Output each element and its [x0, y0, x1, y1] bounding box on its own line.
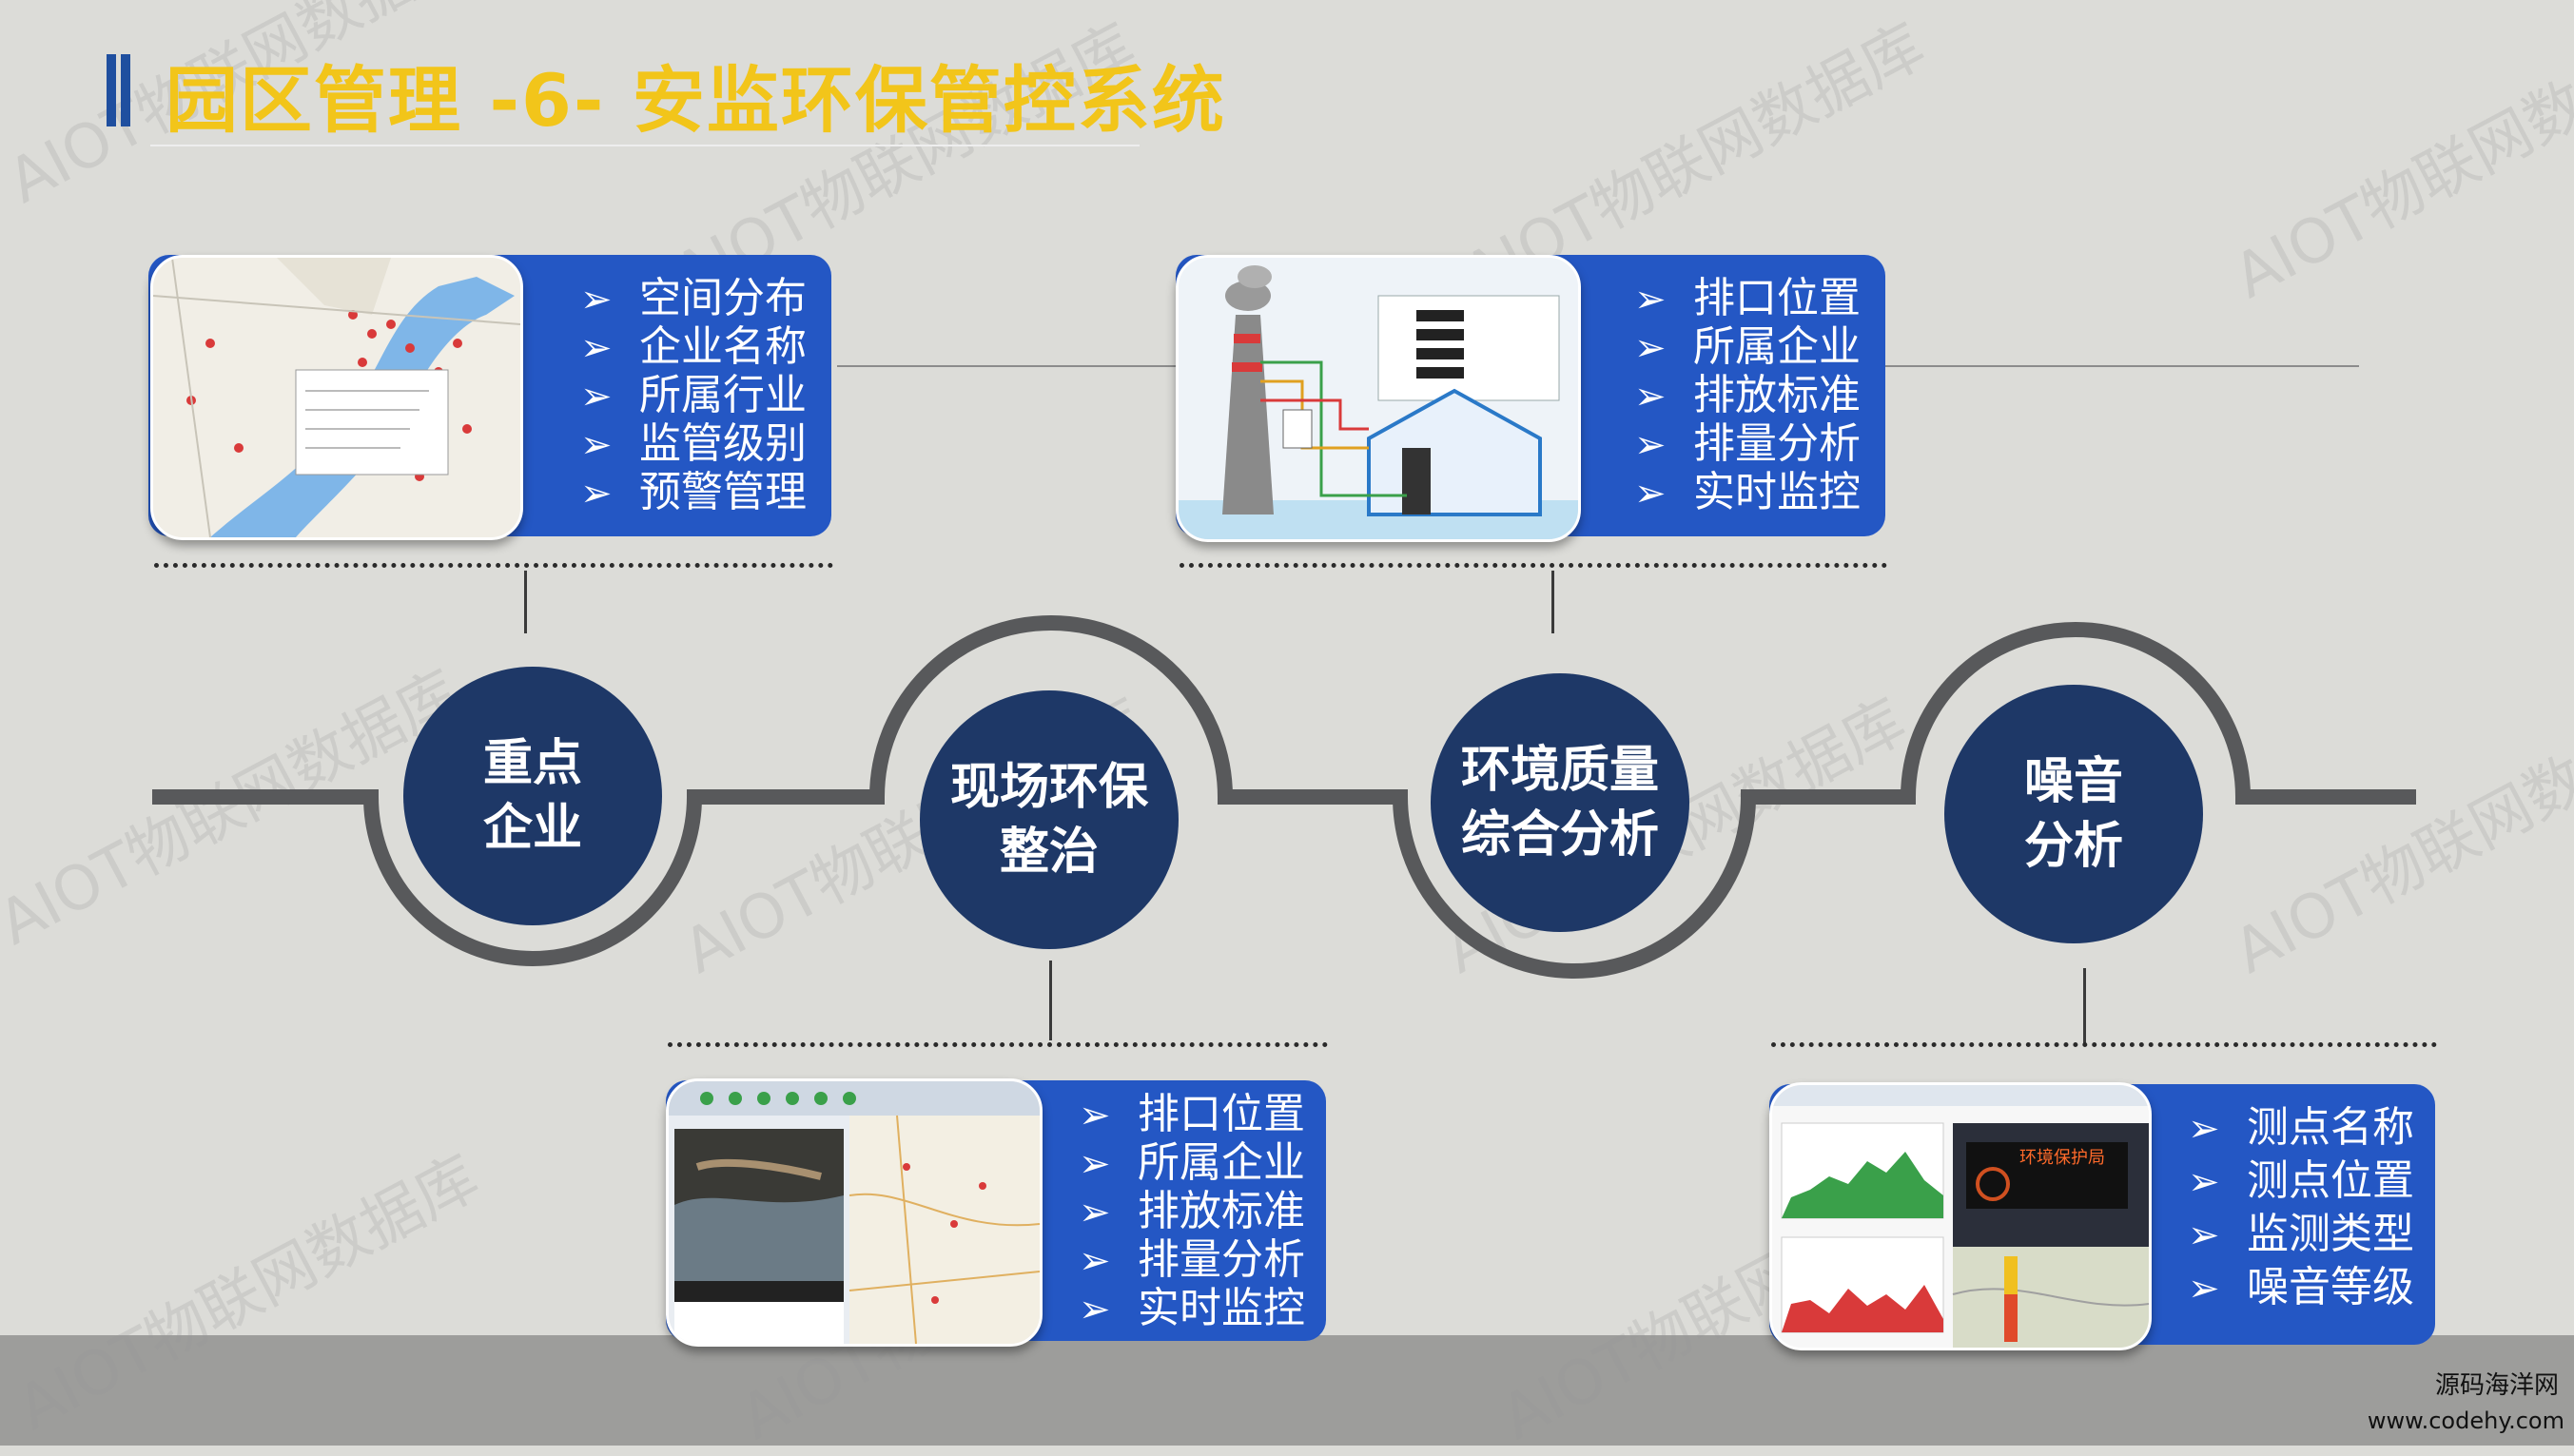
arrow-bullet-icon: ➢ — [580, 423, 613, 467]
list-item: ➢监管级别 — [580, 419, 807, 468]
list-item: ➢所属行业 — [580, 371, 807, 419]
screenshot-enterprise-map — [150, 255, 523, 540]
arrow-bullet-icon: ➢ — [580, 375, 613, 418]
screenshot-emission-diagram — [1176, 255, 1581, 542]
connector-line — [2083, 968, 2086, 1046]
list-item: ➢排口位置 — [1079, 1090, 1305, 1138]
list-item: ➢预警管理 — [580, 468, 807, 516]
node-env-quality[interactable]: 环境质量 综合分析 — [1431, 673, 1689, 932]
node-label: 综合分析 — [1460, 806, 1659, 864]
title-underline — [150, 145, 1140, 146]
arrow-bullet-icon: ➢ — [580, 472, 613, 515]
dotted-separator — [1771, 1042, 2437, 1047]
node-label: 分析 — [2023, 817, 2123, 875]
list-item: ➢实时监控 — [1634, 468, 1861, 516]
list-item: ➢企业名称 — [580, 322, 807, 371]
arrow-bullet-icon: ➢ — [1634, 423, 1667, 467]
arrow-bullet-icon: ➢ — [1079, 1142, 1111, 1186]
arrow-bullet-icon: ➢ — [580, 326, 613, 370]
list-item: ➢所属企业 — [1079, 1138, 1305, 1187]
list-item: ➢噪音等级 — [2188, 1261, 2414, 1314]
watermark-url: www.codehy.com — [2367, 1407, 2564, 1434]
arrow-bullet-icon: ➢ — [1079, 1239, 1111, 1283]
list-item: ➢排放标准 — [1634, 371, 1861, 419]
title-accent-bar — [107, 54, 116, 126]
arrow-bullet-icon: ➢ — [580, 278, 613, 321]
card-list-key-enterprise: ➢空间分布 ➢企业名称 ➢所属行业 ➢监管级别 ➢预警管理 — [580, 274, 807, 516]
node-label: 现场环保 — [949, 758, 1148, 816]
node-label: 重点 — [482, 734, 582, 792]
map-thumbnail — [153, 258, 520, 537]
arrow-bullet-icon: ➢ — [1079, 1094, 1111, 1137]
list-item: ➢排口位置 — [1634, 274, 1861, 322]
dotted-separator — [1180, 563, 1887, 568]
node-label: 整治 — [999, 823, 1099, 881]
dotted-separator — [668, 1042, 1328, 1047]
node-label: 噪音 — [2023, 752, 2123, 810]
screenshot-noise-monitor: 环境保护局 — [1769, 1082, 2152, 1350]
page-title: 园区管理 -6- 安监环保管控系统 — [166, 58, 1226, 143]
list-item: ➢空间分布 — [580, 274, 807, 322]
arrow-bullet-icon: ➢ — [2188, 1107, 2220, 1151]
emission-diagram — [1179, 258, 1578, 539]
arrow-bullet-icon: ➢ — [1634, 472, 1667, 515]
arrow-bullet-icon: ➢ — [2188, 1213, 2220, 1257]
arrow-bullet-icon: ➢ — [1634, 278, 1667, 321]
card-list-env-quality: ➢排口位置 ➢所属企业 ➢排放标准 ➢排量分析 ➢实时监控 — [1634, 274, 1861, 516]
arrow-bullet-icon: ➢ — [2188, 1160, 2220, 1204]
list-item: ➢排量分析 — [1634, 419, 1861, 468]
list-item: ➢所属企业 — [1634, 322, 1861, 371]
list-item: ➢测点位置 — [2188, 1155, 2414, 1208]
arrow-bullet-icon: ➢ — [1079, 1288, 1111, 1331]
arrow-bullet-icon: ➢ — [2188, 1267, 2220, 1310]
list-item: ➢监测类型 — [2188, 1208, 2414, 1261]
node-site-remediation[interactable]: 现场环保 整治 — [920, 690, 1179, 949]
list-item: ➢排放标准 — [1079, 1187, 1305, 1235]
connector-line — [1551, 571, 1554, 633]
node-label: 企业 — [482, 799, 582, 857]
connector-line — [1049, 961, 1052, 1040]
watermark-logo: 源码海洋网 — [2434, 1371, 2559, 1400]
arrow-bullet-icon: ➢ — [1634, 326, 1667, 370]
screenshot-site-monitor — [666, 1078, 1043, 1347]
list-item: ➢实时监控 — [1079, 1284, 1305, 1332]
card-list-site-remediation: ➢排口位置 ➢所属企业 ➢排放标准 ➢排量分析 ➢实时监控 — [1079, 1090, 1305, 1332]
dotted-separator — [154, 563, 833, 568]
list-item: ➢排量分析 — [1079, 1235, 1305, 1284]
title-accent-bar — [121, 54, 130, 126]
arrow-bullet-icon: ➢ — [1634, 375, 1667, 418]
node-noise[interactable]: 噪音 分析 — [1944, 685, 2203, 943]
node-label: 环境质量 — [1460, 741, 1659, 799]
node-key-enterprise[interactable]: 重点 企业 — [403, 667, 662, 925]
card-list-noise: ➢测点名称 ➢测点位置 ➢监测类型 ➢噪音等级 — [2188, 1101, 2414, 1314]
noise-sign-text: 环境保护局 — [2019, 1148, 2105, 1168]
arrow-bullet-icon: ➢ — [1079, 1191, 1111, 1234]
connector-line — [524, 571, 527, 633]
bottom-band — [0, 1335, 2574, 1446]
list-item: ➢测点名称 — [2188, 1101, 2414, 1155]
site-monitor-thumbnail — [669, 1081, 1040, 1344]
noise-monitor-thumbnail: 环境保护局 — [1772, 1085, 2149, 1348]
